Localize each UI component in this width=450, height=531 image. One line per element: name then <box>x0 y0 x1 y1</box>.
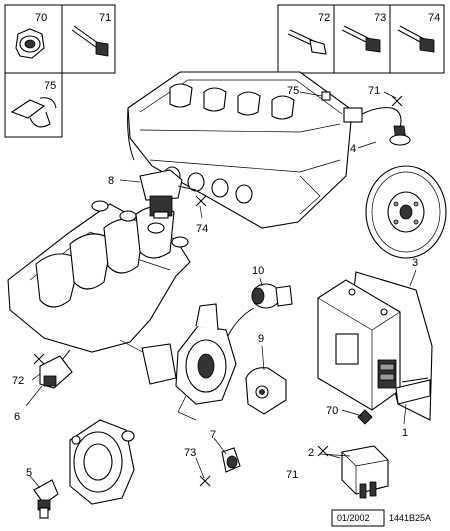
sensor-7 <box>221 447 241 473</box>
leader-lines <box>25 91 417 489</box>
footer-date: 01/2002 <box>337 513 370 523</box>
clip-icon <box>10 97 57 128</box>
label-74: 74 <box>428 12 440 24</box>
sensor-10 <box>225 283 293 341</box>
footer: 01/2002 1441B25A <box>331 509 431 527</box>
footer-ref: 1441B25A <box>389 513 431 523</box>
label-72: 72 <box>318 12 330 24</box>
callout-71: 71 <box>368 85 380 97</box>
callout-75: 75 <box>287 85 299 97</box>
label-70: 70 <box>35 12 47 24</box>
position-sensor-9 <box>245 367 287 415</box>
bolt-icon <box>71 25 109 57</box>
inset-box-72-73-74 <box>277 4 445 74</box>
screw-icon <box>341 25 381 53</box>
callout-72: 72 <box>12 375 24 387</box>
callout-8: 8 <box>108 175 114 187</box>
stud-icon <box>287 29 327 55</box>
callout-4: 4 <box>350 143 356 155</box>
callout-1: 1 <box>402 427 408 439</box>
nut-icon <box>15 28 45 59</box>
intake-manifold <box>7 200 191 385</box>
callout-71b: 71 <box>286 469 298 481</box>
callout-9: 9 <box>258 333 264 345</box>
callout-70: 70 <box>326 405 338 417</box>
fastener-marks <box>33 95 429 487</box>
cylinder-head <box>127 71 353 229</box>
camshaft-sensor <box>139 169 197 219</box>
flywheel <box>365 165 447 259</box>
sensor-6 <box>39 349 73 389</box>
label-71: 71 <box>99 12 111 24</box>
relay-2 <box>341 445 389 499</box>
callout-73: 73 <box>184 447 196 459</box>
callout-10: 10 <box>252 265 264 277</box>
callout-74: 74 <box>196 223 208 235</box>
screw-icon <box>397 25 435 53</box>
inset-box-75 <box>4 72 63 138</box>
throttle-housing <box>69 419 135 505</box>
crankshaft-sensor <box>321 91 411 146</box>
callout-5: 5 <box>26 467 32 479</box>
callout-2: 2 <box>308 447 314 459</box>
label-73: 73 <box>374 12 386 24</box>
callout-7: 7 <box>210 429 216 441</box>
inset-box-70-71 <box>4 4 116 74</box>
callout-6: 6 <box>14 411 20 423</box>
label-75: 75 <box>44 80 56 92</box>
throttle-body <box>175 303 237 421</box>
temp-sensor-5 <box>33 479 59 519</box>
callout-3: 3 <box>412 257 418 269</box>
ecu-module <box>317 279 431 411</box>
